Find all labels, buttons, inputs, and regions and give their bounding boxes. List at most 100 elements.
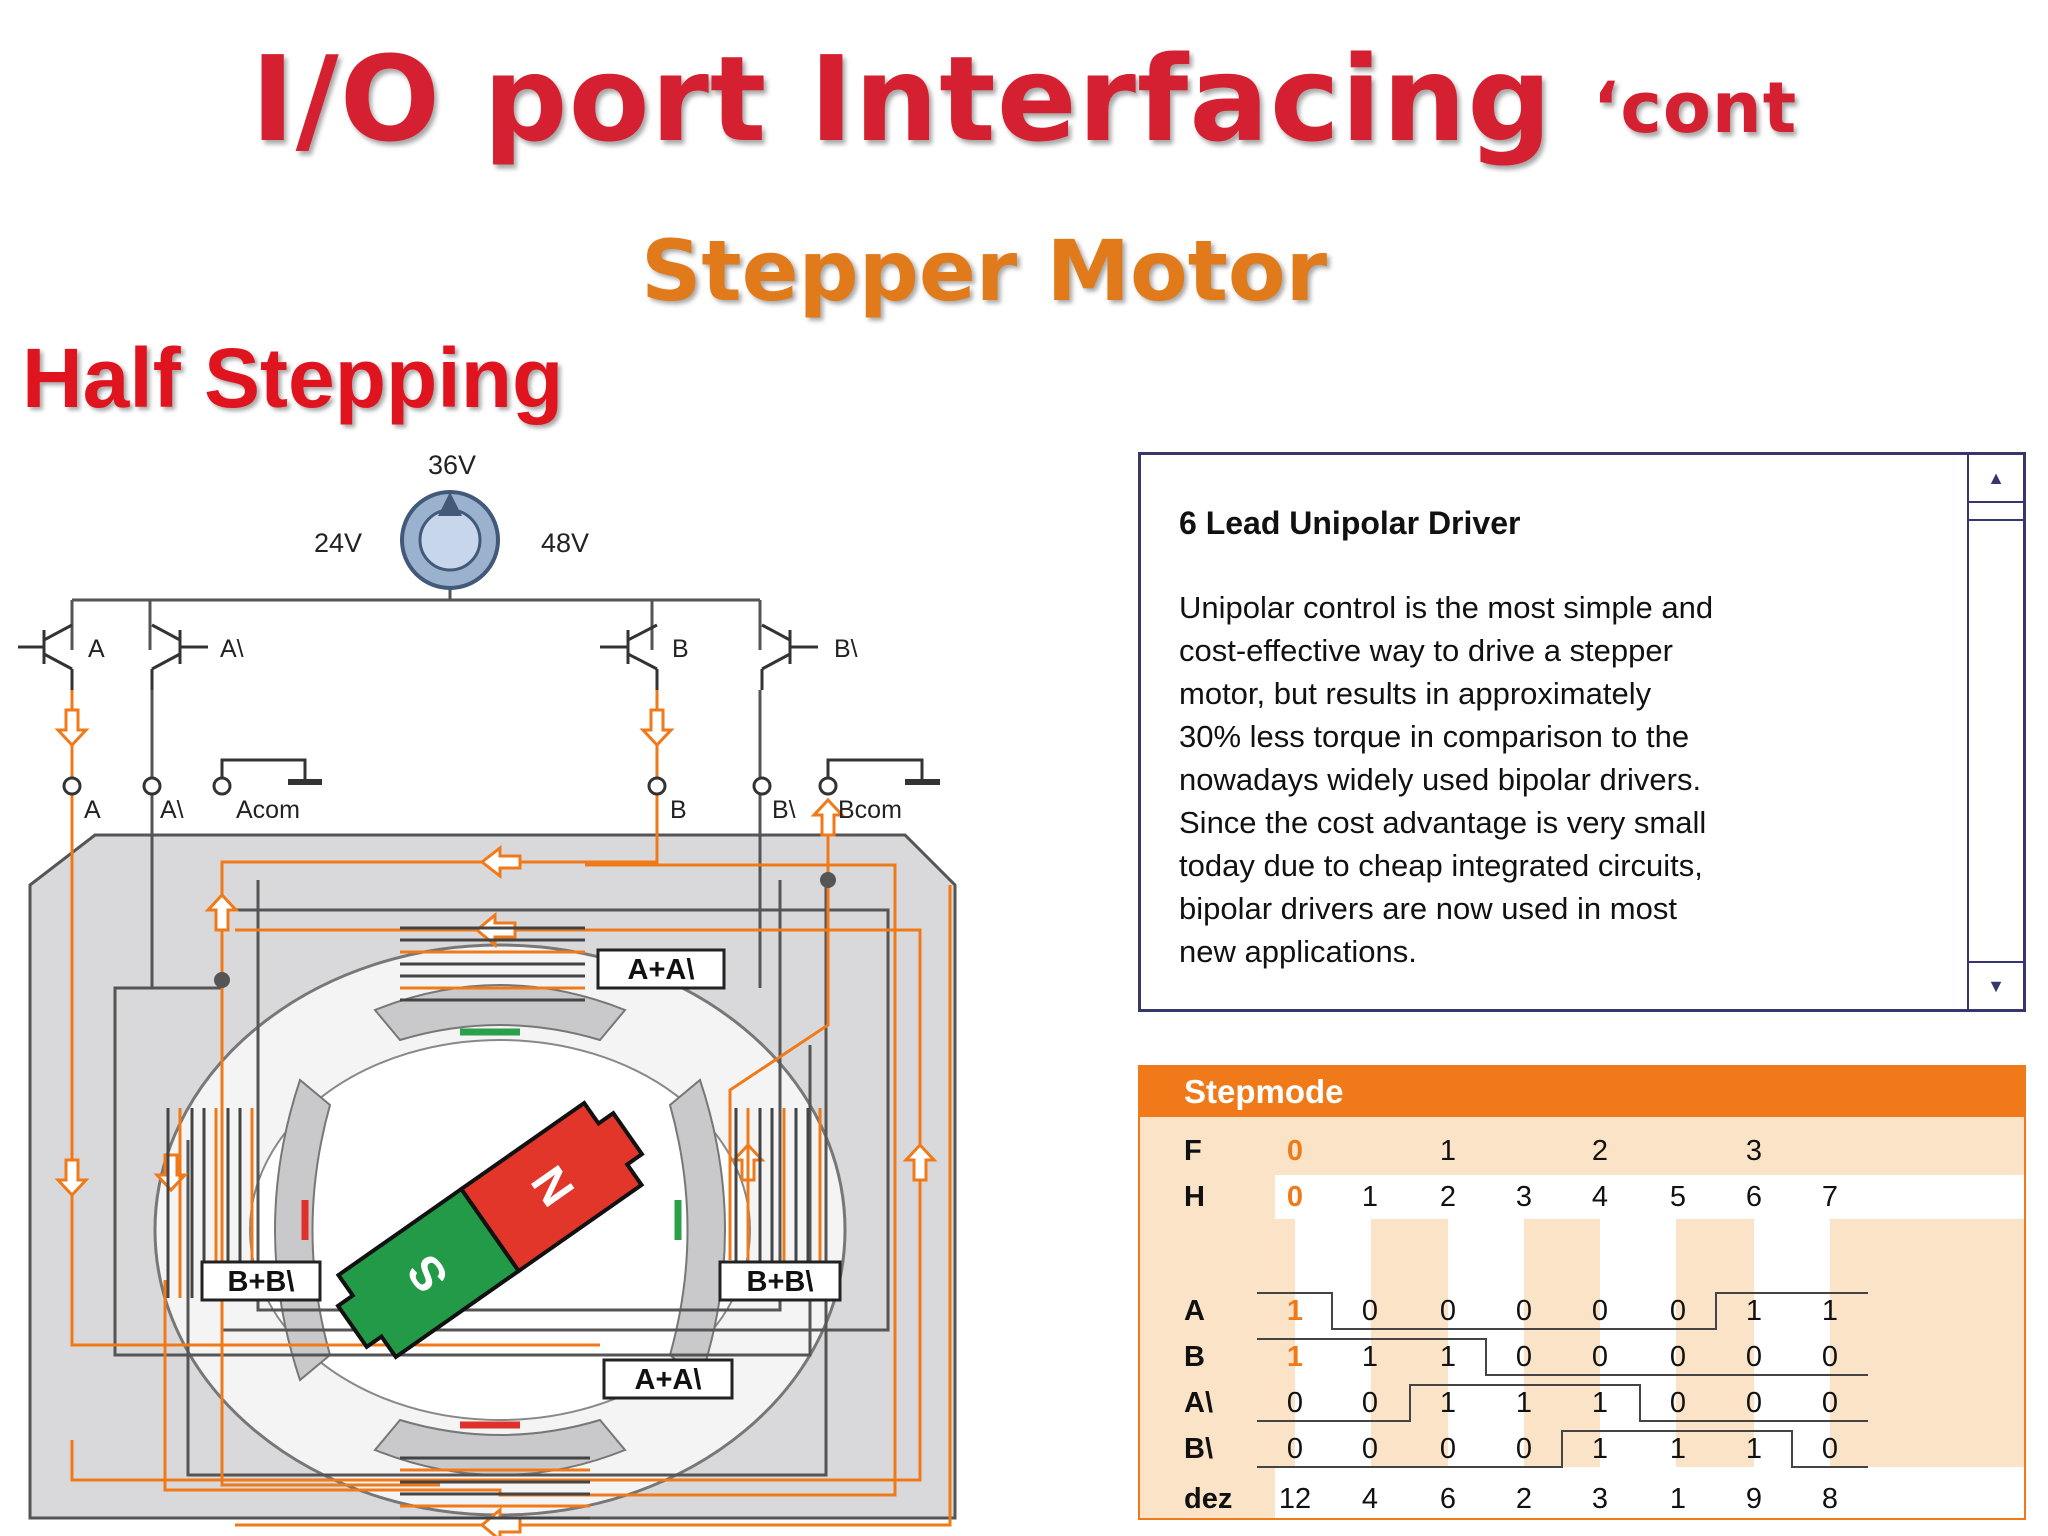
title-suffix: ‘cont (1592, 67, 1798, 149)
coil-bottom (400, 1456, 590, 1520)
stepmode-cell: 0 (1591, 1341, 1609, 1373)
transistor-a-not: A\ (150, 623, 244, 690)
transistor-a: A (18, 623, 105, 690)
stepmode-cell: 5 (1669, 1181, 1687, 1213)
terminals: A A\ Acom B B\ Bcom (62, 776, 902, 824)
stepmode-row-label: F (1184, 1135, 1202, 1167)
stepmode-row-label: B\ (1184, 1433, 1213, 1465)
transistor-a-label: A (88, 635, 105, 663)
info-line: Since the cost advantage is very small (1179, 805, 1707, 840)
stepmode-cell: 0 (1515, 1295, 1533, 1327)
info-scrollbar[interactable]: ▲ ▼ (1967, 455, 2023, 1009)
info-heading: 6 Lead Unipolar Driver (1179, 505, 1521, 541)
stepmode-cell: 4 (1591, 1181, 1609, 1213)
coil-label-left: B+B\ (200, 1260, 322, 1302)
terminal-a-label: A (84, 796, 101, 824)
info-content: 6 Lead Unipolar Driver Unipolar control … (1179, 505, 1949, 973)
scroll-up-icon[interactable]: ▲ (1969, 455, 2023, 503)
stepmode-cell: 1 (1515, 1387, 1533, 1419)
info-line: Unipolar control is the most simple and (1179, 590, 1714, 625)
slide-title: I/O port Interfacing ‘cont (0, 30, 2048, 168)
arrow-left-icon (479, 844, 522, 880)
terminal-b-not-label: B\ (772, 796, 796, 824)
stepmode-cell: 0 (1591, 1295, 1609, 1327)
stepmode-row-label: B (1184, 1341, 1205, 1373)
transistor-b-not-label: B\ (834, 635, 858, 663)
scroll-down-icon[interactable]: ▼ (1969, 961, 2023, 1009)
info-line: today due to cheap integrated circuits, (1179, 848, 1703, 883)
transistor-b: B (600, 623, 689, 690)
stepmode-cell: 0 (1286, 1135, 1304, 1167)
coil-label-top-text: A+A\ (628, 954, 695, 986)
stepper-circuit-diagram: A+A\ B+B\ B+B\ A+A\ N S 36V 24V 48V A (18, 450, 957, 1536)
terminal-b-not (752, 776, 772, 796)
stepmode-cell: 0 (1669, 1387, 1687, 1419)
stepmode-cell: 2 (1515, 1483, 1533, 1515)
stepmode-cell: 0 (1286, 1181, 1304, 1213)
coil-label-top: A+A\ (596, 948, 726, 990)
coil-label-right: B+B\ (718, 1260, 842, 1302)
stepmode-cell: 1 (1439, 1341, 1457, 1373)
stepmode-cell: 0 (1745, 1341, 1763, 1373)
stepmode-cell: 1 (1591, 1387, 1609, 1419)
coil-label-left-text: B+B\ (228, 1266, 295, 1298)
stepmode-cell: 1 (1669, 1483, 1687, 1515)
table-stripe (1754, 1219, 1830, 1467)
rotor-magnet: N S (335, 1100, 645, 1360)
stepmode-row-label: A\ (1184, 1387, 1213, 1419)
info-line: nowadays widely used bipolar drivers. (1179, 762, 1702, 797)
stepmode-cell: 1 (1361, 1341, 1379, 1373)
terminal-acom (212, 776, 232, 796)
arrow-left-icon (474, 911, 517, 949)
voltage-selector: 36V 24V 48V (314, 450, 589, 590)
table-stripe (1275, 1467, 2024, 1518)
stepmode-cell: 1 (1821, 1295, 1839, 1327)
terminal-bcom (818, 776, 838, 796)
stepmode-cell: 1 (1286, 1341, 1304, 1373)
coil-top (400, 926, 585, 1002)
info-line: cost-effective way to drive a stepper (1179, 633, 1673, 668)
stepmode-cell: 1 (1286, 1295, 1304, 1327)
coil-label-right-text: B+B\ (747, 1266, 814, 1298)
table-stripe (1275, 1175, 2024, 1219)
info-line: motor, but results in approximately (1179, 676, 1652, 711)
stepmode-cell: 0 (1286, 1387, 1304, 1419)
waveform-line (1257, 1430, 1868, 1468)
stepmode-cell: 1 (1439, 1135, 1457, 1167)
info-panel: 6 Lead Unipolar Driver Unipolar control … (1138, 452, 2026, 1012)
arrow-up-icon (810, 797, 846, 837)
stepmode-background (1257, 1175, 2024, 1518)
stepmode-cell: 0 (1361, 1387, 1379, 1419)
junction-dot (214, 972, 230, 988)
terminal-b-label: B (670, 796, 687, 824)
voltage-left: 24V (314, 528, 362, 558)
arrow-down-icon (54, 1158, 90, 1198)
terminal-a-not (142, 776, 162, 796)
stepmode-cell: 3 (1515, 1181, 1533, 1213)
terminal-bcom-label: Bcom (838, 796, 902, 824)
stepmode-cell: 6 (1745, 1181, 1763, 1213)
stepmode-cell: 1 (1591, 1433, 1609, 1465)
stepmode-cell: 0 (1361, 1433, 1379, 1465)
coil-label-bottom: A+A\ (602, 1358, 734, 1400)
stepmode-cell: 2 (1591, 1135, 1609, 1167)
stepmode-cell: 4 (1361, 1483, 1379, 1515)
stepmode-cell: 0 (1745, 1387, 1763, 1419)
stepmode-cell: 1 (1361, 1181, 1379, 1213)
arrow-down-icon (153, 1153, 189, 1193)
terminal-b (647, 776, 667, 796)
terminal-a-not-label: A\ (160, 796, 184, 824)
selector-pointer-icon (438, 492, 462, 516)
slide-subtitle: Stepper Motor (640, 222, 1328, 320)
info-line: 30% less torque in comparison to the (1179, 719, 1690, 754)
ground-icon (826, 758, 940, 785)
table-stripe (1295, 1219, 1371, 1467)
title-main: I/O port Interfacing (250, 30, 1553, 168)
stepmode-cell: 2 (1439, 1181, 1457, 1213)
arrow-down-icon (639, 708, 675, 748)
arrow-down-icon (54, 708, 90, 748)
scroll-thumb[interactable] (1969, 503, 2023, 521)
